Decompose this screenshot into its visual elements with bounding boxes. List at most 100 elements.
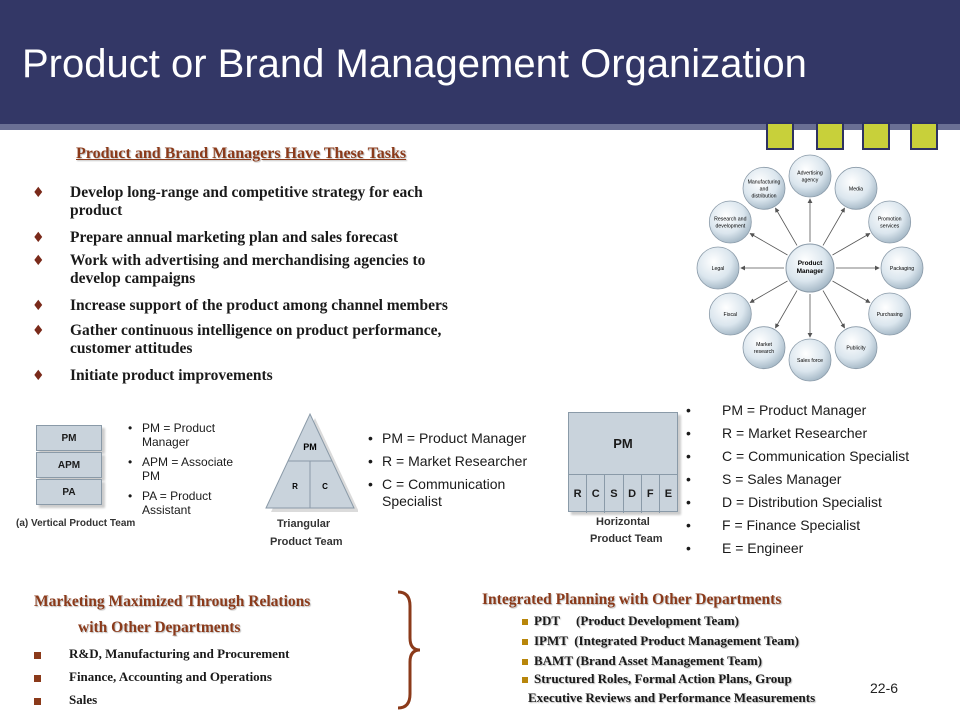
planning-item: Structured Roles, Formal Action Plans, G… xyxy=(522,671,792,687)
triangular-team-legend: •PM = Product Manager •R = Market Resear… xyxy=(368,430,562,510)
vertical-team-caption: (a) Vertical Product Team xyxy=(16,518,136,529)
task-item: ♦ Develop long-range and competitive str… xyxy=(32,184,502,220)
page-number: 22-6 xyxy=(870,680,899,696)
square-bullet-icon xyxy=(522,639,528,646)
diamond-bullet-icon: ♦ xyxy=(32,185,45,201)
planning-item: BAMT (Brand Asset Management Team) xyxy=(522,653,762,669)
wheel-node-label: Legal xyxy=(712,266,725,272)
wheel-arrow xyxy=(832,280,871,303)
legend-item: •PM = Product Manager xyxy=(368,430,527,446)
task-text: Initiate product improvements xyxy=(70,367,273,384)
horizontal-team-cell: E xyxy=(664,488,673,500)
wheel-node-label: services xyxy=(880,224,899,230)
wheel-arrow xyxy=(822,207,845,246)
wheel-node-label: research xyxy=(754,349,774,355)
legend-item: •F = Finance Specialist xyxy=(686,517,861,533)
wheel-node-label: Purchasing xyxy=(877,312,903,318)
wheel-arrow xyxy=(749,233,788,256)
curly-brace-icon xyxy=(397,590,421,710)
wheel-node xyxy=(834,326,878,370)
diamond-bullet-icon: ♦ xyxy=(32,368,45,384)
wheel-node-label: Sales force xyxy=(797,358,823,364)
product-manager-wheel: AdvertisingagencyMediaPromotionservicesP… xyxy=(696,154,924,382)
wheel-node xyxy=(708,292,752,336)
square-bullet-icon xyxy=(522,659,528,666)
wheel-node-label: agency xyxy=(802,178,819,184)
relations-item: Finance, Accounting and Operations xyxy=(34,669,272,685)
planning-item: IPMT (Integrated Product Management Team… xyxy=(522,633,799,649)
accent-square xyxy=(766,122,794,150)
triangular-team-diagram: PM R C xyxy=(265,412,358,512)
triangular-caption: Triangular xyxy=(277,518,331,530)
wheel-center-node xyxy=(785,243,835,293)
wheel-arrow xyxy=(775,290,798,329)
planning-item: PDT (Product Development Team) xyxy=(522,613,739,629)
wheel-node-label: Publicity xyxy=(846,346,866,352)
wheel-node-label: Market xyxy=(756,342,772,348)
legend-item: •E = Engineer xyxy=(686,540,804,556)
horizontal-caption: Product Team xyxy=(590,533,663,545)
diamond-bullet-icon: ♦ xyxy=(32,323,45,339)
wheel-node-label: Promotion xyxy=(878,217,902,223)
horizontal-team-cell: R xyxy=(569,475,588,513)
horizontal-team-legend: •PM = Product Manager •R = Market Resear… xyxy=(686,399,952,560)
horizontal-team-diagram: PM R C S D F E xyxy=(568,412,678,513)
task-text: develop campaigns xyxy=(70,270,196,287)
wheel-node xyxy=(834,166,878,210)
wheel-node xyxy=(788,338,832,382)
triangle-right-label: C xyxy=(322,482,328,491)
legend-item: •PM = Product Manager xyxy=(686,402,867,418)
square-bullet-icon xyxy=(34,674,41,682)
vertical-team-box: APM xyxy=(36,452,102,478)
legend-item: •C = Communication Specialist xyxy=(686,448,910,464)
wheel-node xyxy=(788,154,832,198)
accent-square xyxy=(816,122,844,150)
wheel-node xyxy=(742,326,786,370)
accent-square xyxy=(862,122,890,150)
legend-item: •R = Market Researcher xyxy=(686,425,868,441)
wheel-arrow xyxy=(775,207,798,246)
task-item: ♦ Gather continuous intelligence on prod… xyxy=(32,322,502,358)
horizontal-team-cell: F xyxy=(642,475,660,513)
slide-title: Product or Brand Management Organization xyxy=(22,42,807,86)
wheel-nodes: AdvertisingagencyMediaPromotionservicesP… xyxy=(696,154,924,382)
vertical-team-box: PM xyxy=(36,425,102,451)
vertical-team-box: PA xyxy=(36,479,102,505)
wheel-node xyxy=(742,166,786,210)
triangular-caption: Product Team xyxy=(270,536,343,548)
wheel-node xyxy=(696,246,740,290)
task-item: ♦ Prepare annual marketing plan and sale… xyxy=(32,229,502,247)
planning-item-continuation: Executive Reviews and Performance Measur… xyxy=(528,690,816,705)
task-text: Increase support of the product among ch… xyxy=(70,297,448,314)
wheel-node-label: Research and xyxy=(714,217,746,223)
title-bar: Product or Brand Management Organization xyxy=(0,0,960,130)
wheel-node xyxy=(880,246,924,290)
wheel-node-label: Fiscal xyxy=(724,312,738,318)
wheel-node-label: Manufacturing xyxy=(748,179,781,185)
wheel-node-label: Media xyxy=(849,186,863,192)
horizontal-team-pm: PM xyxy=(569,413,677,475)
triangle-top-label: PM xyxy=(303,442,317,452)
task-text: customer attitudes xyxy=(70,340,193,357)
diamond-bullet-icon: ♦ xyxy=(32,253,45,269)
wheel-arrow xyxy=(832,233,871,256)
relations-item: Sales xyxy=(34,692,97,708)
diamond-bullet-icon: ♦ xyxy=(32,298,45,314)
relations-heading: with Other Departments xyxy=(78,619,241,636)
wheel-node xyxy=(708,200,752,244)
task-item: ♦ Work with advertising and merchandisin… xyxy=(32,252,502,288)
accent-square xyxy=(910,122,938,150)
square-bullet-icon xyxy=(522,619,528,626)
horizontal-team-cell: S xyxy=(605,475,624,513)
task-item: ♦ Initiate product improvements xyxy=(32,367,502,385)
wheel-arrow xyxy=(822,290,845,329)
square-bullet-icon xyxy=(34,697,41,705)
horizontal-team-cell: D xyxy=(624,475,642,513)
legend-item: •S = Sales Manager xyxy=(686,471,842,487)
task-text: Prepare annual marketing plan and sales … xyxy=(70,229,399,246)
